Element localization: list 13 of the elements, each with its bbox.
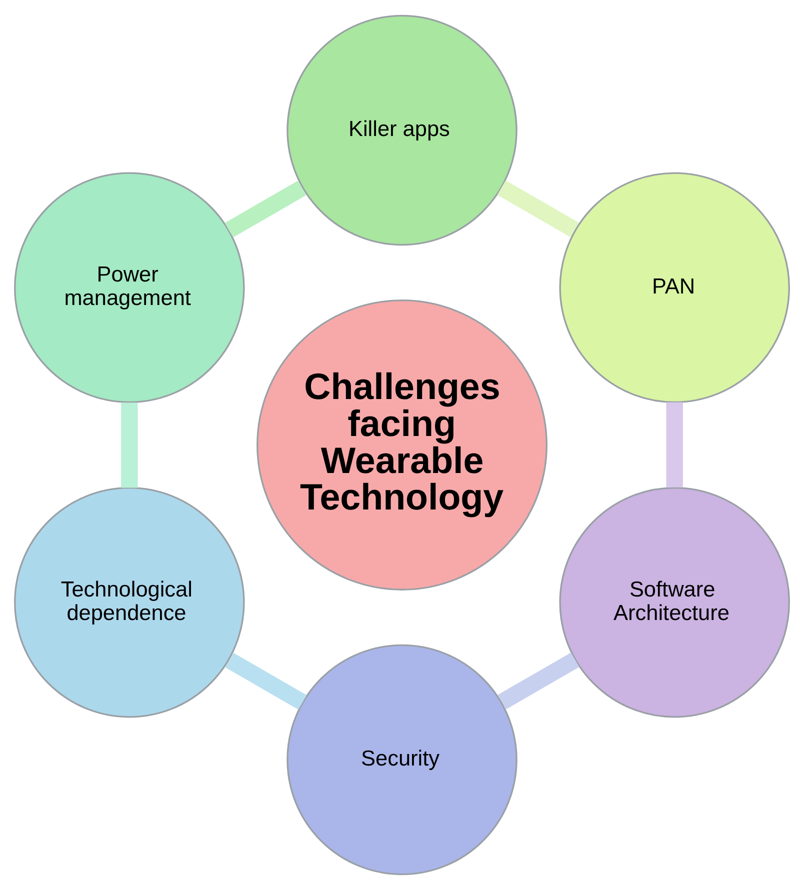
node-circle: Challenges facing Wearable Technology — [256, 299, 548, 590]
node-circle: Killer apps — [286, 14, 518, 246]
node-circle: PAN — [559, 172, 790, 402]
node-circle: Power management — [14, 172, 245, 402]
node-circle: Security — [286, 644, 518, 875]
connector — [498, 652, 580, 709]
connector — [666, 402, 683, 487]
connector — [497, 180, 579, 237]
connector — [225, 652, 307, 710]
connector — [121, 402, 138, 488]
connector — [224, 180, 306, 237]
node-circle: Software Architecture — [559, 486, 790, 718]
node-circle: Technological dependence — [14, 486, 245, 718]
